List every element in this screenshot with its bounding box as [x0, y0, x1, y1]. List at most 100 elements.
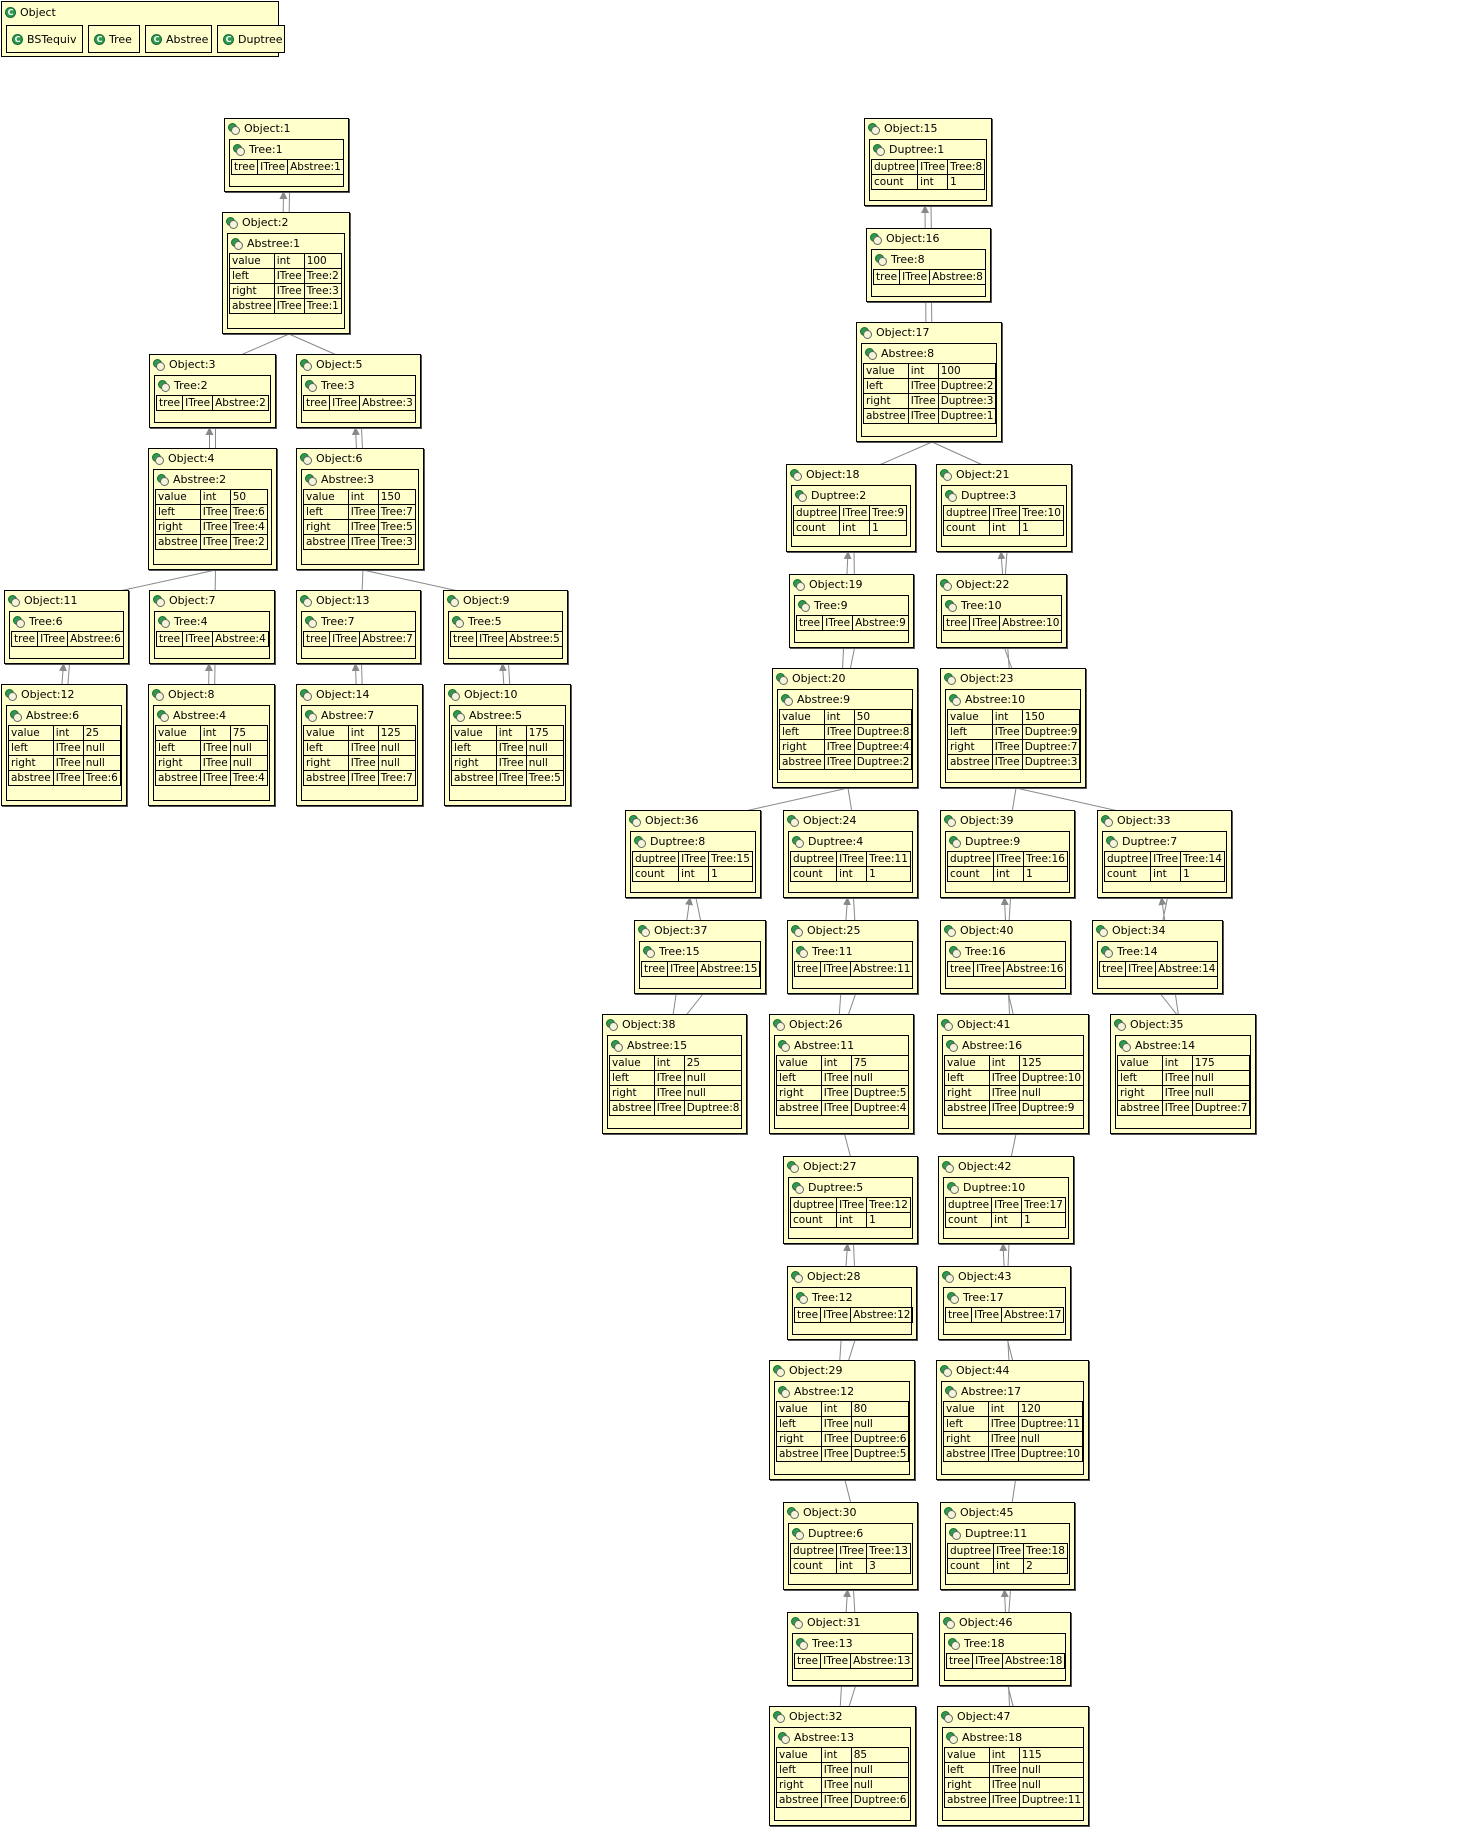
legend-class-tree[interactable]: Tree — [88, 25, 140, 53]
legend-class-abstree[interactable]: Abstree — [145, 25, 212, 53]
field-value: Duptree:5 — [850, 1446, 910, 1462]
legend-class-duptree[interactable]: Duptree — [217, 25, 285, 53]
legend-class-bstequiv[interactable]: BSTequiv — [6, 25, 83, 53]
field-name: right — [609, 1085, 655, 1101]
